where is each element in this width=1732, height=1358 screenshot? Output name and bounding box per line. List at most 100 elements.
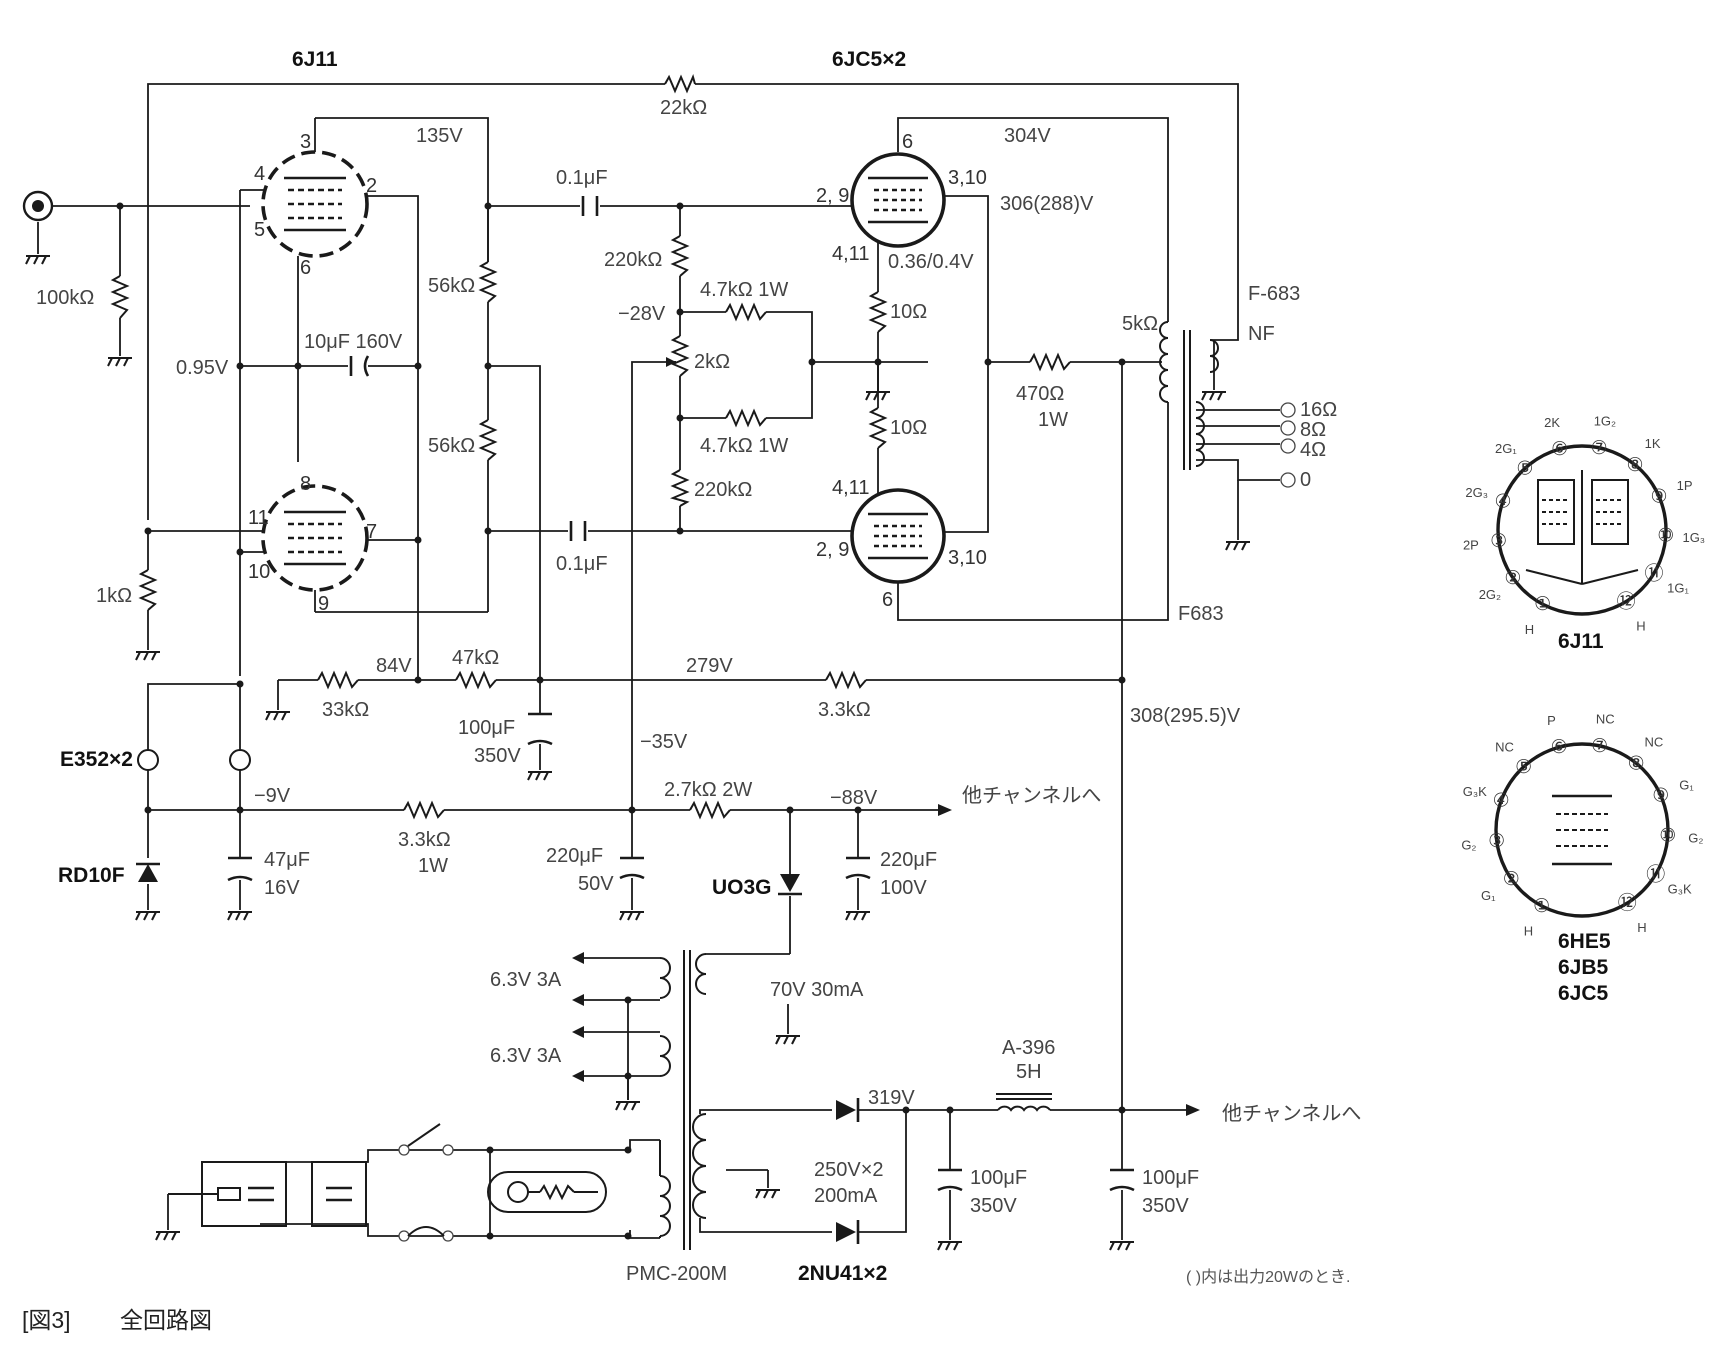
rd10f-zener-icon <box>136 862 160 882</box>
pin-label: 2G₂ <box>1479 587 1501 602</box>
cap-label-01a: 0.1μF <box>556 167 608 189</box>
pin-label: 1G₁ <box>1667 581 1689 596</box>
figure-caption: [図3] 全回路図 <box>22 1307 212 1333</box>
voltage-279v: 279V <box>686 655 733 677</box>
svg-text:6JB5: 6JB5 <box>1558 956 1609 979</box>
tube-6jc5-upper <box>850 152 946 248</box>
svg-text:5: 5 <box>254 219 265 241</box>
pin-number: ⑨ <box>1652 786 1669 807</box>
e352-cells-icon <box>137 749 251 771</box>
tube-6j11-unit2 <box>261 484 369 592</box>
pinout-6j11 <box>1496 444 1668 616</box>
part-label-uo3g: UO3G <box>712 876 772 899</box>
res-label-470w: 1W <box>1038 409 1068 431</box>
choke-icon <box>996 1093 1052 1112</box>
pinout-6jc5-names: 6HE5 6JB5 6JC5 <box>1558 930 1611 1005</box>
svg-text:9: 9 <box>318 593 329 615</box>
transformer-label-s4b: 200mA <box>814 1185 878 1207</box>
cap-label-10u: 10μF 160V <box>304 331 403 353</box>
pin-number: ⑨ <box>1650 486 1667 507</box>
pin-number: ⑪ <box>1646 863 1665 885</box>
res-label-33k: 33kΩ <box>322 699 369 721</box>
voltage-319v: 319V <box>868 1087 915 1109</box>
svg-text:3,10: 3,10 <box>948 167 987 189</box>
res-label-100k: 100kΩ <box>36 287 94 309</box>
pin-number: ⑪ <box>1644 562 1663 584</box>
res-label-470: 470Ω <box>1016 383 1064 405</box>
res-label-56ka: 56kΩ <box>428 275 475 297</box>
res-label-5k: 5kΩ <box>1122 313 1158 335</box>
tube-label-6j11: 6J11 <box>292 48 338 71</box>
pin-label: G₂ <box>1461 838 1476 853</box>
to-other-channel-a: 他チャンネルへ <box>962 784 1101 807</box>
pin-label: G₂ <box>1688 830 1703 845</box>
svg-text:7: 7 <box>366 521 377 543</box>
pin-label: 2P <box>1463 537 1479 552</box>
arrows <box>572 804 1200 1116</box>
cap-label-100b: 100μF <box>970 1167 1027 1189</box>
cap-label-220bv: 100V <box>880 877 927 899</box>
speaker-tap-4: 4Ω <box>1300 439 1326 461</box>
footnote: ( )内は出力20Wのとき. <box>1186 1268 1350 1286</box>
svg-text:3: 3 <box>300 131 311 153</box>
pin-number: ⑩ <box>1659 826 1676 847</box>
pin-number: ⑥ <box>1551 439 1568 460</box>
pin-number: ④ <box>1493 791 1510 812</box>
part-label-rd10f: RD10F <box>58 864 125 887</box>
voltage-304v: 304V <box>1004 125 1051 147</box>
res-label-10a: 10Ω <box>890 301 927 323</box>
cap-label-100cv: 350V <box>1142 1195 1189 1217</box>
part-label-2nu41: 2NU41×2 <box>798 1262 887 1285</box>
pin-label: H <box>1637 920 1646 935</box>
pin-number: ⑤ <box>1515 757 1532 778</box>
voltage-036v: 0.36/0.4V <box>888 251 974 273</box>
pin-number: ⑩ <box>1657 525 1674 546</box>
transformer-label-s4: 250V×2 <box>814 1159 884 1181</box>
svg-text:10: 10 <box>248 561 270 583</box>
pin-number: ⑧ <box>1626 455 1643 476</box>
part-label-choke: A-396 <box>1002 1037 1055 1059</box>
part-label-f683a: F-683 <box>1248 283 1300 305</box>
res-label-56kb: 56kΩ <box>428 435 475 457</box>
pin-label: G₁ <box>1481 888 1496 903</box>
pin-label: 2G₃ <box>1465 485 1488 500</box>
svg-text:11: 11 <box>248 507 269 529</box>
pin-label: NC <box>1495 739 1514 754</box>
transformer-label-s1: 6.3V 3A <box>490 969 562 991</box>
cap-label-01b: 0.1μF <box>556 553 608 575</box>
speaker-tap-0: 0 <box>1300 469 1311 491</box>
tube-6j11-unit1 <box>261 150 369 258</box>
junction-dots <box>116 202 1126 1240</box>
wires <box>37 83 1280 1240</box>
svg-text:4: 4 <box>254 163 265 185</box>
pin-label: 2K <box>1544 415 1560 430</box>
pin-label: 1K <box>1645 436 1661 451</box>
pin-label: P <box>1547 713 1556 728</box>
capacitors <box>227 196 1135 1192</box>
speaker-tap-8: 8Ω <box>1300 419 1326 441</box>
tube-6jc5-lower <box>850 488 946 584</box>
svg-text:2, 9: 2, 9 <box>816 539 849 561</box>
pin-number: ⑦ <box>1591 736 1608 757</box>
svg-text:6: 6 <box>902 131 913 153</box>
pin-number: ② <box>1503 869 1520 890</box>
voltage-095v: 0.95V <box>176 357 229 379</box>
ground-symbols <box>25 255 1250 1251</box>
res-label-10b: 10Ω <box>890 417 927 439</box>
res-label-1k: 1kΩ <box>96 585 132 607</box>
schematic-labels: 6J11 6JC5×2 22kΩ 135V 304V 306(288)V 0.3… <box>36 48 1361 1286</box>
pinout-6j11-name: 6J11 <box>1558 630 1604 653</box>
caption-title: 全回路図 <box>120 1307 212 1333</box>
pin-label: H <box>1636 618 1645 633</box>
res-label-47k: 47kΩ <box>452 647 499 669</box>
pin-label: G₃K <box>1668 882 1692 897</box>
pin-label: 1G₂ <box>1594 413 1616 428</box>
pin-label: H <box>1525 622 1534 637</box>
svg-text:3,10: 3,10 <box>948 547 987 569</box>
pin-number: ② <box>1504 568 1521 589</box>
res-label-220kb: 220kΩ <box>694 479 752 501</box>
uo3g-diode-icon <box>778 874 802 896</box>
cap-label-220av: 50V <box>578 873 614 895</box>
